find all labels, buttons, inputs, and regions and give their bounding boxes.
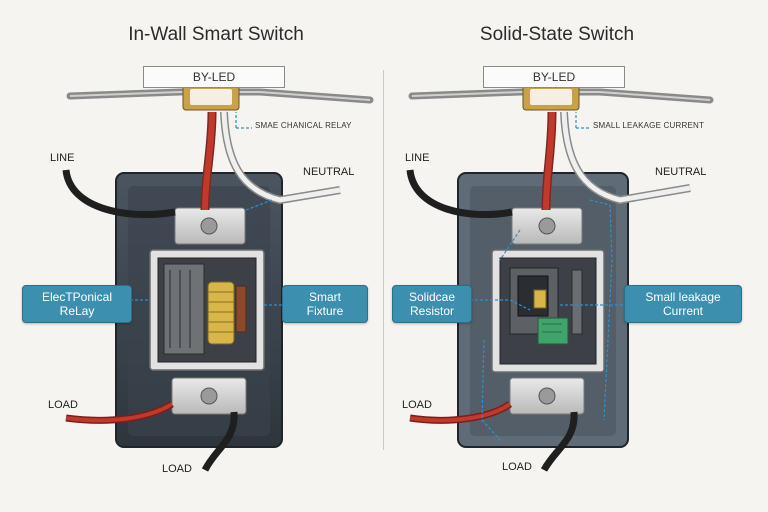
left-switch-diagram <box>62 83 374 472</box>
right-switch-diagram <box>406 83 714 472</box>
left-relay-coil <box>207 281 235 345</box>
left-load-label: LOAD <box>48 399 78 411</box>
left-top-annotation: SMAE CHANICAL RELAY <box>255 121 352 130</box>
right-load-label: LOAD <box>402 399 432 411</box>
right-solid-state-board <box>537 317 569 345</box>
left-callout-fixture: Smart Fixture <box>282 285 368 323</box>
left-neutral-label: NEUTRAL <box>303 166 355 178</box>
left-line-label: LINE <box>50 152 75 164</box>
left-callout-relay: ElecTPonical ReLay <box>22 285 132 323</box>
left-title: In-Wall Smart Switch <box>128 24 304 45</box>
left-line-wire <box>62 169 176 219</box>
right-title: Solid-State Switch <box>479 24 635 45</box>
right-line-wire <box>406 169 513 218</box>
right-line-label: LINE <box>405 152 430 164</box>
right-led-label: BY-LED <box>483 66 625 88</box>
right-callout-resistor: Solidcae Resistor <box>392 285 472 323</box>
right-top-annotation: SMALL LEAKAGE CURRENT <box>593 121 705 130</box>
panel-divider <box>383 70 384 450</box>
right-neutral-label: NEUTRAL <box>655 166 707 178</box>
right-callout-leakage: Small leakage Current <box>624 285 742 323</box>
left-led-label: BY-LED <box>143 66 285 88</box>
left-load-bottom-label: LOAD <box>162 463 192 475</box>
right-load-bottom-label: LOAD <box>502 461 532 473</box>
